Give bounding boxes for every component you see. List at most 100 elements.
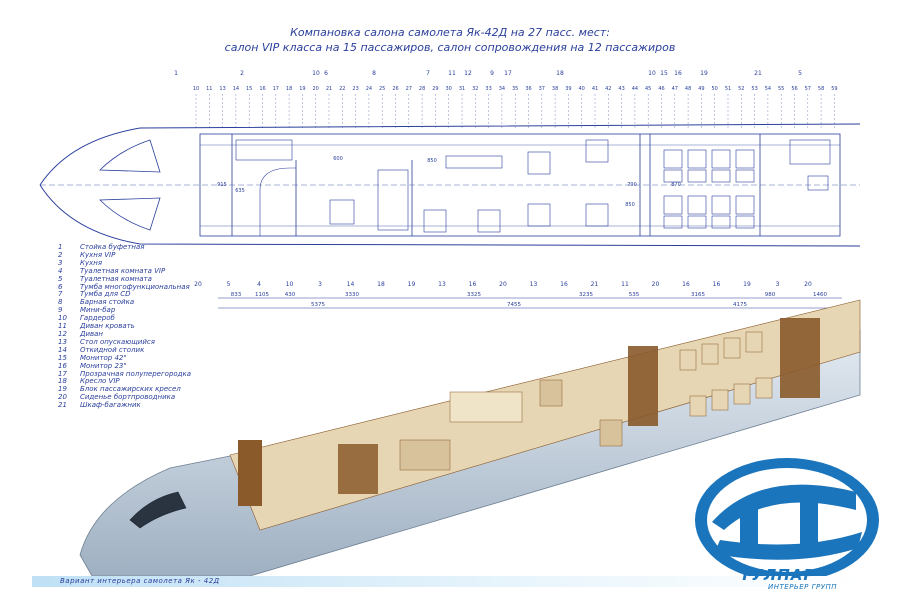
vip-seat [599, 419, 623, 447]
frame-number: 49 [698, 86, 704, 92]
legend-text: Блок пассажирских кресел [80, 385, 181, 394]
vip-seat [527, 151, 551, 175]
vip-seat [527, 203, 551, 227]
legend-number: 10 [58, 314, 67, 323]
dimension-callout: 850 [427, 158, 437, 164]
vip-seat [539, 379, 563, 407]
sheet-title-line-2: салон VIP класса на 15 пассажиров, салон… [224, 41, 676, 54]
dimension-value: 535 [629, 292, 640, 298]
callout-number: 10 [312, 70, 320, 77]
frame-number: 59 [831, 86, 837, 92]
legend-text: Монитор 42" [80, 353, 127, 362]
legend-text: Гардероб [80, 314, 115, 323]
legend-text: Туалетная комната VIP [80, 266, 166, 275]
frame-number: 31 [459, 86, 465, 92]
legend-number: 8 [58, 298, 63, 307]
partition-wall [628, 346, 658, 426]
dimension-callout: 635 [235, 188, 245, 194]
legend-number: 1 [58, 243, 63, 251]
tulpar-logo [695, 458, 879, 582]
legend-text: Кухня VIP [80, 250, 116, 259]
legend-text: Стойка буфетная [80, 243, 145, 251]
frame-number: 17 [273, 86, 279, 92]
legend-item: 8 Барная стойка [58, 298, 191, 307]
dimension-callout: 915 [217, 182, 227, 188]
frame-number: 28 [419, 86, 425, 92]
vip-galley [235, 139, 293, 161]
frame-number: 47 [672, 86, 678, 92]
rear-galley [807, 175, 829, 191]
frame-number: 25 [379, 86, 385, 92]
dimension-value: 3330 [345, 292, 359, 298]
frame-number: 23 [352, 86, 358, 92]
legend-number: 20 [58, 393, 67, 402]
legend-number: 6 [58, 282, 63, 291]
frame-number: 55 [778, 86, 784, 92]
frame-number: 52 [738, 86, 744, 92]
frame-number: 20 [313, 86, 319, 92]
callout-number: 6 [324, 70, 328, 77]
callout-number: 13 [438, 281, 446, 288]
legend-text: Сиденье бортпроводника [80, 393, 176, 402]
frame-number: 18 [286, 86, 292, 92]
partition-wall [780, 318, 820, 398]
legend-number: 12 [58, 329, 67, 338]
rear-lavatory [789, 139, 831, 165]
cockpit-window [99, 197, 161, 231]
callout-number: 21 [754, 70, 762, 77]
legend-item: 1 Стойка буфетная [58, 243, 191, 252]
callout-number: 8 [372, 70, 376, 77]
legend-number: 17 [58, 369, 67, 378]
legend-text: Тумба для CD [80, 290, 131, 299]
cockpit-window [99, 139, 161, 173]
footer-caption: Вариант интерьера самолета Як - 42Д [60, 577, 220, 585]
passenger-seat-block [679, 331, 773, 417]
frame-number: 27 [406, 86, 412, 92]
legend-item: 12 Диван [58, 329, 191, 339]
callout-number: 17 [504, 70, 512, 77]
frame-number: 33 [485, 86, 491, 92]
callout-number: 12 [464, 70, 472, 77]
cabin-interior [199, 133, 841, 237]
callout-number: 3 [776, 281, 780, 288]
vip-seat [585, 203, 609, 227]
callout-number: 16 [674, 70, 682, 77]
callout-number: 19 [743, 281, 751, 288]
legend-number: 9 [58, 306, 63, 315]
frame-number: 41 [592, 86, 598, 92]
legend-text: Диван [80, 329, 104, 338]
frame-number: 14 [233, 86, 239, 92]
dimension-value: 833 [231, 292, 242, 298]
fuselage-outline [39, 123, 861, 247]
legend-text: Откидной столик [80, 345, 145, 354]
frame-number: 46 [658, 86, 664, 92]
right-border [892, 0, 900, 600]
callout-number: 20 [804, 281, 812, 288]
frame-number: 10 [193, 86, 199, 92]
frame-number: 51 [725, 86, 731, 92]
legend-text: Мини-бар [80, 306, 116, 315]
frame-number: 32 [472, 86, 478, 92]
callout-number: 16 [469, 281, 477, 288]
legend-text: Барная стойка [80, 298, 135, 307]
legend-item: 9 Мини-бар [58, 306, 191, 315]
sofa [445, 155, 503, 169]
frame-number: 35 [512, 86, 518, 92]
logo-name: ТУЛПАР [740, 566, 816, 584]
callout-number: 5 [227, 281, 231, 288]
